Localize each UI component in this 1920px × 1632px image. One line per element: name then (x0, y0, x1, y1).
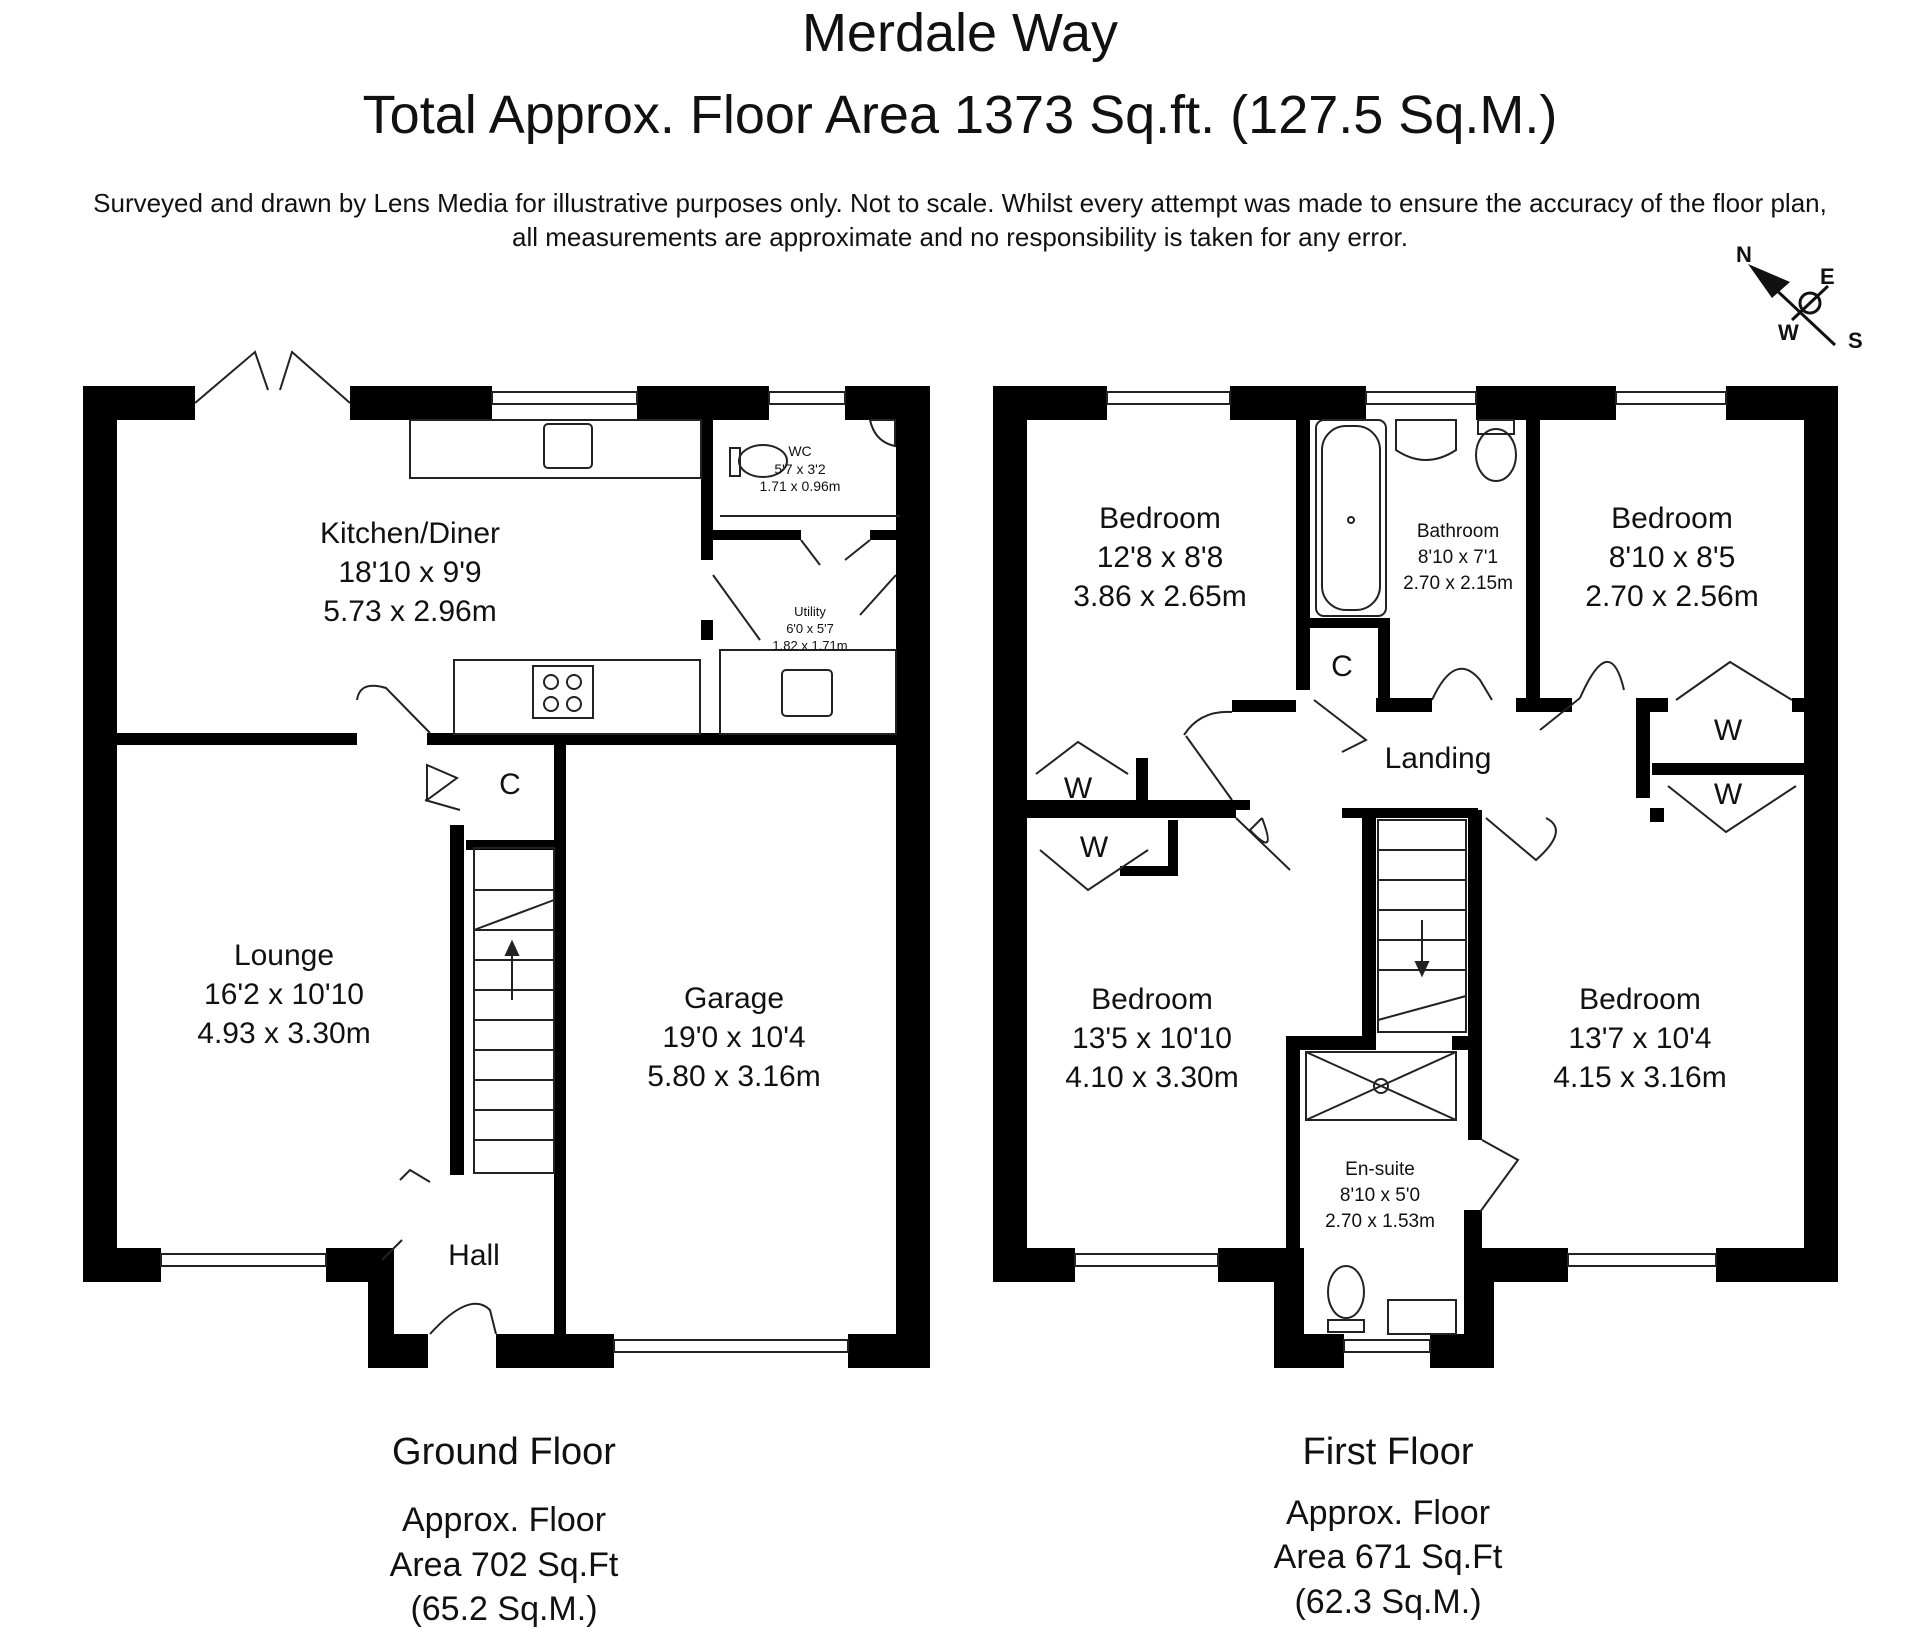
kitchen-metric: 5.73 x 2.96m (323, 595, 496, 628)
kitchen-worktops (409, 419, 897, 735)
first-cupboard-name: C (1331, 650, 1353, 683)
compass-cross-line (1790, 284, 1830, 322)
garage-metric: 5.80 x 3.16m (647, 1060, 820, 1093)
bathroom-name: Bathroom (1417, 521, 1499, 542)
bedroom-se-imperial: 13'7 x 10'4 (1568, 1022, 1711, 1055)
first-floor-doors (1035, 660, 1797, 1213)
first-floor-name: First Floor (1303, 1431, 1474, 1473)
ground-floor-caption: Ground Floor Approx. Floor Area 702 Sq.F… (390, 1431, 619, 1628)
disclaimer-line-1: Surveyed and drawn by Lens Media for ill… (93, 188, 1827, 218)
garage-imperial: 19'0 x 10'4 (662, 1021, 805, 1054)
wc-metric: 1.71 x 0.96m (760, 478, 841, 494)
bedroom-nw-imperial: 12'8 x 8'8 (1097, 541, 1224, 574)
bathroom-metric: 2.70 x 2.15m (1403, 573, 1513, 594)
ground-floor-stairs (473, 847, 555, 1174)
bathroom-imperial: 8'10 x 7'1 (1418, 547, 1498, 568)
ensuite-fixtures (1305, 1051, 1457, 1335)
compass-center-icon (1798, 291, 1822, 315)
wc-basin-icon (868, 419, 896, 448)
ensuite-name: En-suite (1345, 1159, 1415, 1180)
utility-imperial: 6'0 x 5'7 (786, 621, 834, 636)
plan-title: Merdale Way (801, 3, 1119, 63)
compass-s: S (1848, 328, 1863, 353)
bedroom-se-name: Bedroom (1579, 983, 1701, 1016)
wardrobe-4: W (1714, 778, 1743, 811)
bedroom-sw-metric: 4.10 x 3.30m (1065, 1061, 1238, 1094)
utility-metric: 1.82 x 1.71m (772, 638, 847, 653)
first-floor-windows (1074, 391, 1727, 1353)
bedroom-sw-name: Bedroom (1091, 983, 1213, 1016)
north-arrow-icon (1748, 264, 1790, 298)
ground-floor-doors (356, 539, 897, 1335)
ensuite-metric: 2.70 x 1.53m (1325, 1211, 1435, 1232)
first-floor-area-3: (62.3 Sq.M.) (1294, 1583, 1481, 1621)
bedroom-ne-name: Bedroom (1611, 502, 1733, 535)
bedroom-nw-name: Bedroom (1099, 502, 1221, 535)
utility-sink-icon (781, 669, 833, 717)
kitchen-name: Kitchen/Diner (320, 517, 500, 550)
first-floor-plan: Bedroom 12'8 x 8'8 3.86 x 2.65m Bathroom… (993, 386, 1838, 1621)
lounge-imperial: 16'2 x 10'10 (204, 978, 364, 1011)
wc-fixtures (720, 419, 900, 517)
first-floor-stairs (1377, 819, 1467, 1033)
first-floor-area-1: Approx. Floor (1286, 1494, 1490, 1532)
compass-rose: N E W S (1736, 242, 1863, 353)
bathroom-basin-icon (1395, 419, 1457, 461)
ground-cupboard-name: C (499, 768, 521, 801)
bedroom-ne-metric: 2.70 x 2.56m (1585, 580, 1758, 613)
ensuite-basin-icon (1387, 1299, 1457, 1335)
bathroom-toilet-icon (1475, 428, 1517, 482)
ground-floor-room-labels: Kitchen/Diner 18'10 x 9'9 5.73 x 2.96m W… (197, 443, 847, 1272)
ground-floor-plan: Kitchen/Diner 18'10 x 9'9 5.73 x 2.96m W… (83, 350, 930, 1628)
kitchen-imperial: 18'10 x 9'9 (338, 556, 481, 589)
first-floor-walls (993, 386, 1838, 1368)
bedroom-ne-imperial: 8'10 x 8'5 (1609, 541, 1736, 574)
shower-tray-icon (1305, 1051, 1457, 1121)
bath-icon (1315, 419, 1387, 617)
landing-name: Landing (1385, 742, 1492, 775)
bedroom-se-metric: 4.15 x 3.16m (1553, 1061, 1726, 1094)
compass-e: E (1820, 264, 1835, 289)
ground-floor-area-1: Approx. Floor (402, 1501, 606, 1539)
wc-name: WC (788, 443, 811, 459)
first-floor-room-labels: Bedroom 12'8 x 8'8 3.86 x 2.65m Bathroom… (1064, 502, 1759, 1232)
ground-floor-area-3: (65.2 Sq.M.) (410, 1590, 597, 1628)
compass-n: N (1736, 242, 1752, 267)
bathroom-fixtures (1315, 419, 1517, 617)
ensuite-imperial: 8'10 x 5'0 (1340, 1185, 1420, 1206)
kitchen-french-doors (194, 350, 351, 404)
ground-floor-windows (160, 391, 849, 1353)
hall-name: Hall (448, 1239, 500, 1272)
lounge-name: Lounge (234, 939, 334, 972)
total-floor-area: Total Approx. Floor Area 1373 Sq.ft. (12… (362, 85, 1558, 145)
hob-icon (532, 665, 594, 719)
garage-name: Garage (684, 982, 784, 1015)
bedroom-nw-metric: 3.86 x 2.65m (1073, 580, 1246, 613)
ground-floor-area-2: Area 702 Sq.Ft (390, 1546, 619, 1584)
bedroom-sw-imperial: 13'5 x 10'10 (1072, 1022, 1232, 1055)
wc-imperial: 5'7 x 3'2 (774, 461, 825, 477)
kitchen-sink-icon (543, 423, 593, 469)
first-floor-area-2: Area 671 Sq.Ft (1274, 1538, 1503, 1576)
ensuite-toilet-icon (1327, 1265, 1365, 1319)
disclaimer-line-2: all measurements are approximate and no … (512, 222, 1408, 252)
disclaimer: Surveyed and drawn by Lens Media for ill… (0, 186, 1920, 254)
first-floor-caption: First Floor Approx. Floor Area 671 Sq.Ft… (1274, 1431, 1503, 1621)
utility-name: Utility (794, 604, 826, 619)
ground-floor-walls (83, 386, 930, 1368)
compass-w: W (1778, 320, 1799, 345)
wardrobe-2: W (1080, 831, 1109, 864)
lounge-metric: 4.93 x 3.30m (197, 1017, 370, 1050)
wardrobe-1: W (1064, 772, 1093, 805)
ground-floor-name: Ground Floor (392, 1431, 616, 1473)
wardrobe-3: W (1714, 714, 1743, 747)
